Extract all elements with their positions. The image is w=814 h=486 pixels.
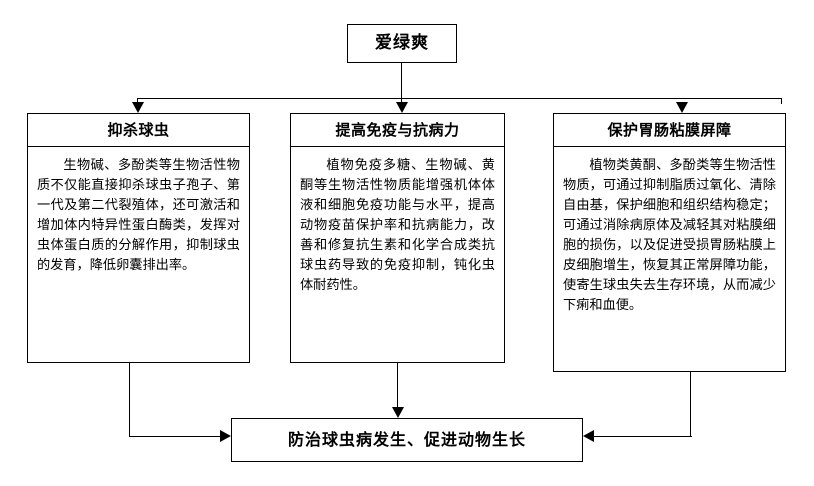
connector-pillar1-across <box>129 436 222 437</box>
outcome-node-label: 防治球虫病发生、促进动物生长 <box>287 430 526 449</box>
pillar-2-body: 植物免疫多糖、生物碱、黄酮等生物活性物质能增强机体体液和细胞免疫功能与水平，提高… <box>291 147 504 302</box>
root-node-label: 爱绿爽 <box>375 33 429 53</box>
pillar-1-body-text: 生物碱、多酚类等生物活性物质不仅能直接抑杀球虫子孢子、第一代及第二代裂殖体，还可… <box>37 158 240 274</box>
pillar-1-body: 生物碱、多酚类等生物活性物质不仅能直接抑杀球虫子孢子、第一代及第二代裂殖体，还可… <box>28 147 249 282</box>
connector-distribution-bus <box>137 98 781 99</box>
pillar-1-title: 抑杀球虫 <box>107 120 170 139</box>
pillar-3-header: 保护胃肠粘膜屏障 <box>554 114 785 147</box>
connector-branch-right <box>781 98 782 104</box>
pillar-3-body-text: 植物类黄酮、多酚类等生物活性物质，可通过抑制脂质过氧化、清除自由基，保护细胞和组… <box>563 158 776 314</box>
outcome-node-box[interactable]: 防治球虫病发生、促进动物生长 <box>231 418 583 462</box>
pillar-3-body: 植物类黄酮、多酚类等生物活性物质，可通过抑制脂质过氧化、清除自由基，保护细胞和组… <box>554 147 785 323</box>
pillar-box-1[interactable]: 抑杀球虫 生物碱、多酚类等生物活性物质不仅能直接抑杀球虫子孢子、第一代及第二代裂… <box>27 113 250 363</box>
connector-pillar1-down <box>129 363 130 436</box>
pillar-2-title: 提高免疫与抗病力 <box>335 120 460 139</box>
connector-pillar2-down <box>397 363 398 408</box>
connector-branch-middle <box>401 98 402 104</box>
pillar-3-title: 保护胃肠粘膜屏障 <box>607 120 732 139</box>
arrowhead-to-pillar-3 <box>676 102 688 113</box>
root-node-box[interactable]: 爱绿爽 <box>347 24 457 63</box>
pillar-box-3[interactable]: 保护胃肠粘膜屏障 植物类黄酮、多酚类等生物活性物质，可通过抑制脂质过氧化、清除自… <box>553 113 786 372</box>
pillar-1-header: 抑杀球虫 <box>28 114 249 147</box>
pillar-2-body-text: 植物免疫多糖、生物碱、黄酮等生物活性物质能增强机体体液和细胞免疫功能与水平，提高… <box>300 158 495 294</box>
pillar-2-header: 提高免疫与抗病力 <box>291 114 504 147</box>
connector-branch-left <box>137 98 138 104</box>
arrowhead-pillar3-to-outcome <box>583 430 594 442</box>
arrowhead-pillar2-to-outcome <box>392 407 404 418</box>
arrowhead-to-pillar-2 <box>396 102 408 113</box>
pillar-box-2[interactable]: 提高免疫与抗病力 植物免疫多糖、生物碱、黄酮等生物活性物质能增强机体体液和细胞免… <box>290 113 505 363</box>
connector-root-stem <box>401 63 402 99</box>
connector-pillar3-across <box>594 436 692 437</box>
arrowhead-to-pillar-1 <box>132 102 144 113</box>
arrowhead-pillar1-to-outcome <box>220 430 231 442</box>
connector-pillar3-down <box>690 372 691 436</box>
